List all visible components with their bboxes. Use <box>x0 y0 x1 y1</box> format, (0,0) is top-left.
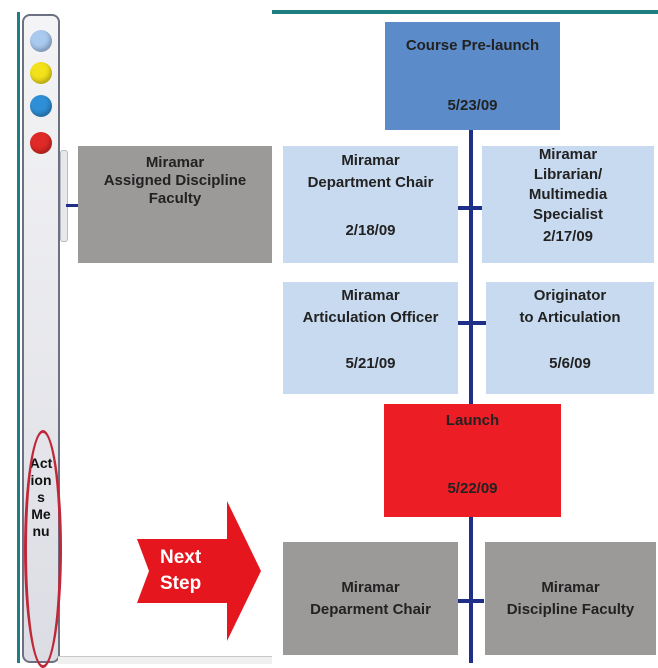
librarian-line-3: Multimedia <box>528 186 608 203</box>
connector-row3 <box>458 599 484 603</box>
originator-line-1: Originator <box>533 287 607 304</box>
next-step-label: Next Step <box>160 545 230 597</box>
assigned-faculty-line-2: Assigned Discipline <box>103 172 247 189</box>
articulation-officer-date: 5/21/09 <box>345 355 396 372</box>
highlight-oval <box>24 430 62 668</box>
assigned-faculty-line-3: Faculty <box>148 190 202 207</box>
sidebar-scroll-handle[interactable] <box>60 150 68 242</box>
department-chair-line-1: Miramar <box>341 152 400 169</box>
originator-box[interactable]: Originator to Articulation 5/6/09 <box>486 282 654 394</box>
connector-faculty <box>66 204 80 207</box>
launch-date: 5/22/09 <box>447 480 498 497</box>
connector-row1 <box>458 206 484 210</box>
yellow-dot-button[interactable] <box>30 62 52 84</box>
discipline-faculty-next-line-1: Miramar <box>541 578 600 596</box>
next-step-arrow <box>137 501 261 641</box>
librarian-line-4: Specialist <box>532 206 604 223</box>
originator-line-2: to Articulation <box>519 309 621 326</box>
deparment-chair-next-box[interactable]: Miramar Deparment Chair <box>283 542 458 655</box>
department-chair-box[interactable]: Miramar Department Chair 2/18/09 <box>283 146 458 263</box>
department-chair-date: 2/18/09 <box>345 222 396 239</box>
originator-date: 5/6/09 <box>549 355 591 372</box>
light-blue-dot-button[interactable] <box>30 30 52 52</box>
discipline-faculty-next-line-2: Discipline Faculty <box>506 600 635 618</box>
course-prelaunch-title: Course Pre-launch <box>405 37 540 54</box>
librarian-box[interactable]: Miramar Librarian/ Multimedia Specialist… <box>482 146 654 263</box>
next-step-line-2: Step <box>160 573 202 594</box>
articulation-officer-box[interactable]: Miramar Articulation Officer 5/21/09 <box>283 282 458 394</box>
window-border-left <box>17 12 20 663</box>
horizontal-scrollbar[interactable] <box>58 656 272 664</box>
arrow-shape <box>137 501 261 641</box>
articulation-officer-line-2: Articulation Officer <box>302 309 439 326</box>
blue-dot-button[interactable] <box>30 95 52 117</box>
connector-vertical-main <box>469 130 473 663</box>
next-step-line-1: Next <box>160 547 202 568</box>
course-prelaunch-date: 5/23/09 <box>447 97 498 114</box>
discipline-faculty-next-box[interactable]: Miramar Discipline Faculty <box>485 542 656 655</box>
librarian-line-1: Miramar <box>538 146 598 163</box>
librarian-date: 2/17/09 <box>542 228 594 245</box>
department-chair-line-2: Department Chair <box>307 174 434 191</box>
connector-row2 <box>456 321 486 325</box>
articulation-officer-line-1: Miramar <box>341 287 400 304</box>
red-dot-button[interactable] <box>30 132 52 154</box>
window-border-top <box>272 10 658 14</box>
launch-title: Launch <box>445 412 500 429</box>
course-prelaunch-box[interactable]: Course Pre-launch 5/23/09 <box>385 22 560 130</box>
launch-box[interactable]: Launch 5/22/09 <box>384 404 561 517</box>
deparment-chair-next-line-2: Deparment Chair <box>310 600 431 618</box>
librarian-line-2: Librarian/ <box>533 166 603 183</box>
assigned-discipline-faculty-box[interactable]: Miramar Assigned Discipline Faculty <box>78 146 272 263</box>
assigned-faculty-line-1: Miramar <box>145 154 205 171</box>
deparment-chair-next-line-1: Miramar <box>341 578 400 596</box>
